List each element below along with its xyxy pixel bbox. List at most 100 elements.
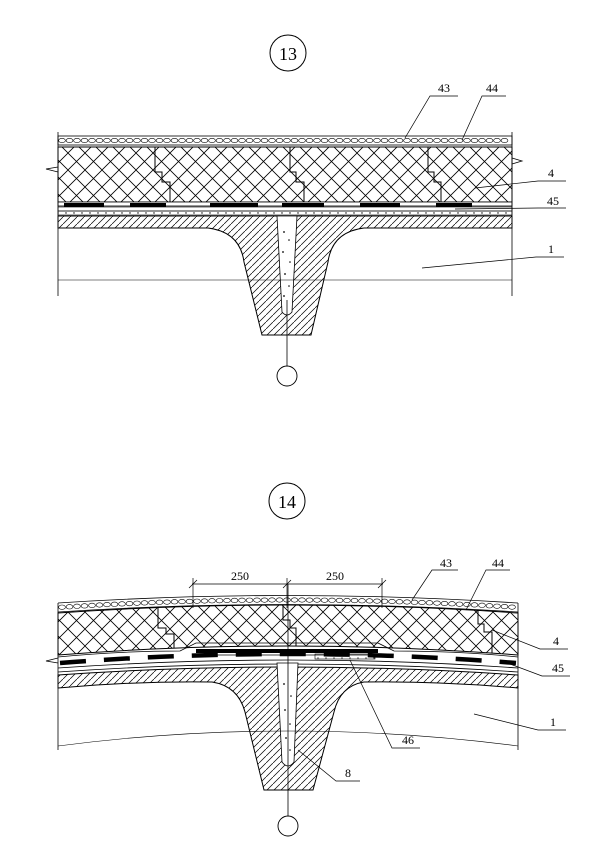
- gravel-pebble: [253, 597, 261, 603]
- gravel-pebble: [133, 138, 141, 144]
- gravel-pebble: [260, 138, 269, 144]
- label-1-top: 1: [548, 242, 554, 256]
- label-4-top: 4: [548, 166, 554, 180]
- gravel-pebble: [320, 597, 329, 603]
- gravel-pebble: [425, 138, 434, 144]
- gravel-pebble: [328, 597, 336, 603]
- gravel-pebble: [395, 599, 404, 605]
- detail-14-number: 14: [278, 492, 296, 512]
- gravel-pebble: [170, 138, 179, 144]
- gravel-pebble: [380, 598, 389, 604]
- gravel-pebble: [118, 138, 126, 144]
- gravel-pebble: [140, 600, 149, 606]
- gravel-pebble: [470, 602, 479, 608]
- gravel-pebble: [260, 597, 269, 603]
- gravel-pebble: [200, 138, 209, 144]
- gravel-pebble: [305, 597, 314, 603]
- detail-13: 13: [45, 34, 566, 387]
- gravel-pebble: [448, 138, 456, 144]
- gravel-pebble: [313, 597, 321, 603]
- gravel-pebble: [185, 598, 194, 604]
- gravel-pebble: [103, 602, 111, 608]
- label-46: 46: [402, 733, 414, 747]
- gravel-pebble: [268, 597, 276, 603]
- gravel-pebble: [493, 603, 501, 609]
- gravel-pebble: [380, 138, 389, 144]
- gravel-pebble: [178, 599, 186, 605]
- gravel-pebble: [305, 138, 314, 144]
- gravel-pebble: [103, 138, 111, 144]
- label-45-top: 45: [547, 194, 559, 208]
- gravel-pebble: [230, 597, 239, 603]
- gravel-pebble: [238, 138, 246, 144]
- gravel-pebble: [245, 597, 254, 603]
- gravel-pebble: [148, 138, 156, 144]
- gravel-pebble: [365, 598, 374, 604]
- gravel-pebble: [290, 138, 299, 144]
- gravel-pebble: [245, 138, 254, 144]
- gravel-pebble: [298, 138, 306, 144]
- gravel-pebble: [110, 138, 119, 144]
- gravel-pebble: [373, 598, 381, 604]
- detail-14: 14 250 250: [45, 482, 570, 837]
- gravel-pebble: [80, 603, 89, 609]
- gravel-pebble: [290, 597, 299, 603]
- gravel-pebble: [313, 138, 321, 144]
- gravel-pebble: [500, 604, 509, 610]
- gravel-pebble: [470, 138, 479, 144]
- gravel-pebble: [478, 138, 486, 144]
- gravel-pebble: [178, 138, 186, 144]
- gravel-pebble: [455, 138, 464, 144]
- gravel-pebble: [193, 598, 201, 604]
- gravel-pebble: [508, 604, 516, 610]
- gravel-pebble: [343, 597, 351, 603]
- gravel-pebble: [238, 597, 246, 603]
- gravel-pebble: [65, 138, 74, 144]
- gravel-pebble: [358, 138, 366, 144]
- gravel-pebble: [163, 599, 171, 605]
- gravel-pebble: [365, 138, 374, 144]
- gravel-pebble: [223, 597, 231, 603]
- label-43-top: 43: [438, 81, 450, 95]
- gravel-pebble: [163, 138, 171, 144]
- gravel-pebble: [253, 138, 261, 144]
- label-4-bottom: 4: [553, 634, 559, 648]
- gravel-pebble: [88, 138, 96, 144]
- gravel-pebble: [110, 601, 119, 607]
- gravel-pebble: [268, 138, 276, 144]
- gravel-pebble: [418, 138, 426, 144]
- gravel-pebble: [433, 600, 441, 606]
- detail-13-number: 13: [279, 44, 297, 64]
- gravel-pebble: [230, 138, 239, 144]
- label-1-bottom: 1: [550, 715, 556, 729]
- gravel-pebble: [200, 598, 209, 604]
- gravel-pebble: [275, 138, 284, 144]
- gravel-pebble: [328, 138, 336, 144]
- gravel-pebble: [350, 598, 359, 604]
- gravel-pebble: [418, 599, 426, 605]
- gravel-pebble: [148, 600, 156, 606]
- gravel-pebble: [440, 138, 449, 144]
- gravel-pebble: [65, 604, 74, 610]
- gravel-pebble: [485, 138, 494, 144]
- gravel-pebble: [463, 601, 471, 607]
- gravel-pebble: [410, 599, 419, 605]
- gravel-pebble: [410, 138, 419, 144]
- gravel-pebble: [403, 599, 411, 605]
- gravel-pebble: [95, 602, 104, 608]
- gravel-pebble: [283, 138, 291, 144]
- gravel-pebble: [463, 138, 471, 144]
- label-8: 8: [345, 766, 351, 780]
- gravel-pebble: [133, 600, 141, 606]
- gravel-pebble: [155, 599, 164, 605]
- gravel-pebble: [208, 138, 216, 144]
- gravel-pebble: [140, 138, 149, 144]
- gravel-pebble: [215, 598, 224, 604]
- gravel-pebble: [80, 138, 89, 144]
- gravel-pebble: [118, 601, 126, 607]
- gravel-pebble: [215, 138, 224, 144]
- gravel-pebble: [95, 138, 104, 144]
- dimension-250-left: 250: [231, 569, 249, 583]
- gravel-pebble: [335, 597, 344, 603]
